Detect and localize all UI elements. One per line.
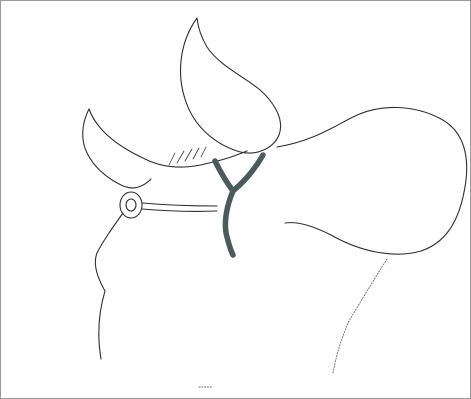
left-lobe xyxy=(83,109,151,188)
thin-connector xyxy=(142,203,217,206)
ring-loop-inner xyxy=(126,199,136,211)
left-lobe-upper-edge xyxy=(89,109,247,167)
hatch-mark-5 xyxy=(201,147,206,157)
upper-central-lobe xyxy=(181,18,281,153)
hatch-mark-2 xyxy=(177,151,184,163)
hatch-mark-4 xyxy=(193,148,199,159)
right-lobe xyxy=(277,107,467,254)
thin-connector-lower xyxy=(142,209,217,211)
hatch-mark-1 xyxy=(169,153,175,165)
y-structure xyxy=(215,155,263,255)
lower-right-contour xyxy=(333,259,387,373)
ring-loop xyxy=(120,192,142,218)
hatch-mark-3 xyxy=(185,149,192,161)
left-contour xyxy=(95,213,123,359)
